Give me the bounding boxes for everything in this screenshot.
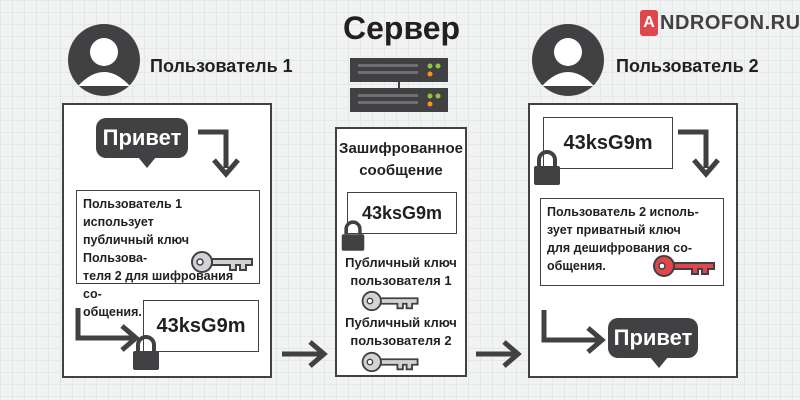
user2-greeting-bubble: Привет [608,318,698,368]
server-rack-icon [350,58,448,112]
user-avatar-icon [532,24,604,96]
arrow-right-icon [75,308,140,352]
server-caption: Зашифрованное сообщение [339,140,463,179]
server-panel [335,127,467,377]
arrow-right-icon [282,340,328,368]
arrow-right-icon [476,340,522,368]
user1-explanation: Пользователь 1 использует публичный ключ… [76,190,260,319]
key-icon [361,290,419,312]
brand-phone-icon: A [640,10,658,36]
arrow-down-icon [678,129,720,178]
private-key-icon [653,255,715,277]
key-icon [361,351,419,373]
user2-encrypted-message: 43ksG9m [543,117,673,169]
arrow-right-icon [541,310,606,354]
arrow-down-icon [198,129,240,178]
lock-icon [534,150,560,185]
server-encrypted-message: 43ksG9m [347,192,457,234]
user1-encrypted-message: 43ksG9m [143,300,259,352]
server-pubkey1-label: Публичный ключ пользователя 1 [345,255,457,288]
user2-name: Пользователь 2 [616,56,759,76]
user1-name: Пользователь 1 [150,56,293,76]
brand-text: NDROFON.RU [660,11,800,34]
user1-greeting-bubble: Привет [96,118,188,168]
lock-icon [341,220,365,251]
key-icon [191,251,253,273]
lock-icon [133,335,159,370]
server-pubkey2-label: Публичный ключ пользователя 2 [345,315,457,348]
user-avatar-icon [68,24,140,96]
brand-logo: A NDROFON.RU [640,10,800,36]
server-title: Сервер [343,10,461,46]
